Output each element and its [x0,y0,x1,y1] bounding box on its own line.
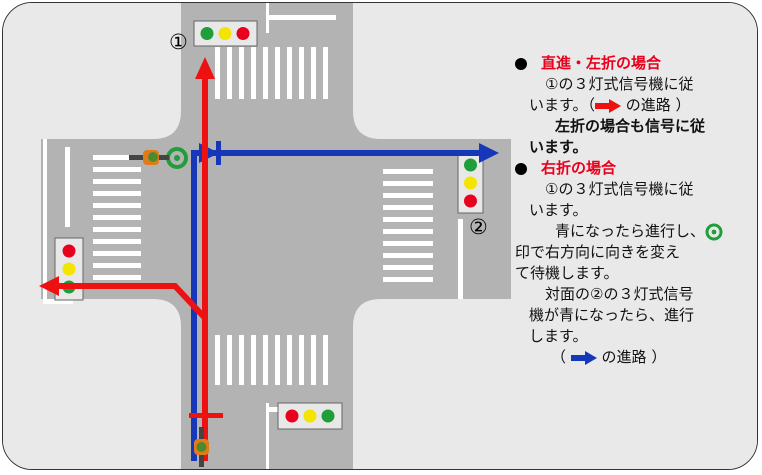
signal-2-yellow-light [464,176,477,190]
right-turn-line9b: の進路 ） [596,348,667,366]
traffic-signal-2 [457,152,484,214]
straight-left-line2a: います。（ [529,96,596,114]
intersection-diagram: ① ② [3,3,757,469]
cyclist-waiting-icon [129,150,169,165]
right-turn-line3: 青になったら進行し、 [515,221,755,242]
crosswalk-right [383,169,433,282]
straight-left-line2b: の進路 ） [621,96,691,114]
right-turn-line9a: （ [551,348,571,366]
right-turn-line2: います。 [529,201,588,219]
signal-1-green-light [200,27,214,40]
traffic-signal-left [54,237,84,301]
straight-left-line1: ①の３灯式信号機に従 [545,75,694,93]
signal-2-red-light [464,194,477,208]
straight-left-heading-row: 直進・左折の場合 [515,53,755,74]
explanation-notes: 直進・左折の場合 ①の３灯式信号機に従 います。（ の進路 ） 左折の場合も信号… [515,53,755,368]
corner-nw [153,111,181,139]
signal-1-yellow-light [218,27,232,40]
right-turn-line1: ①の３灯式信号機に従 [545,180,694,198]
cyclist-bottom-icon [194,427,209,467]
signal-left-yellow-light [62,262,76,276]
diagram-frame: ① ② [2,2,758,470]
straight-left-heading: 直進・左折の場合 [541,54,662,72]
corner-sw [153,299,181,327]
blue-arrow-icon [570,350,597,365]
traffic-signal-1 [193,20,258,47]
right-turn-line6: 対面の②の３灯式信号 [545,285,694,303]
right-turn-heading-row: 右折の場合 [515,158,755,179]
bullet-icon [515,57,527,70]
signal-bottom-red-light [285,409,299,423]
straight-left-line2: います。（ の進路 ） [515,95,755,116]
right-turn-line8: します。 [529,327,588,345]
corner-se [353,299,381,327]
signal-bottom-yellow-light [303,409,317,423]
signal-1-label: ① [169,30,188,54]
right-turn-line5: て待機します。 [515,264,619,282]
right-turn-line9: （ の進路 ） [515,347,755,368]
straight-left-line4: います。 [529,138,588,156]
signal-left-red-light [62,244,76,258]
straight-left-path [39,57,223,461]
right-turn-line4: 印で右方向に向きを変え [515,243,681,261]
crosswalk-left [93,155,141,280]
corner-ne [353,111,381,139]
straight-left-line3: 左折の場合も信号に従 [555,117,706,135]
crosswalk-top [215,47,328,99]
crosswalk-bottom [215,335,328,385]
right-turn-line3a: 青になったら進行し、 [555,222,706,240]
signal-bottom-green-light [321,409,335,423]
right-turn-heading: 右折の場合 [541,159,617,177]
signal-2-green-light [464,158,477,172]
right-turn-line7: 機が青になったら、進行 [529,306,695,324]
signal-1-red-light [236,27,250,40]
signal-2-label: ② [469,215,488,239]
traffic-signal-bottom [277,402,343,430]
bullet-icon [515,162,527,175]
red-arrow-icon [595,98,622,113]
green-circle-icon [705,223,723,240]
